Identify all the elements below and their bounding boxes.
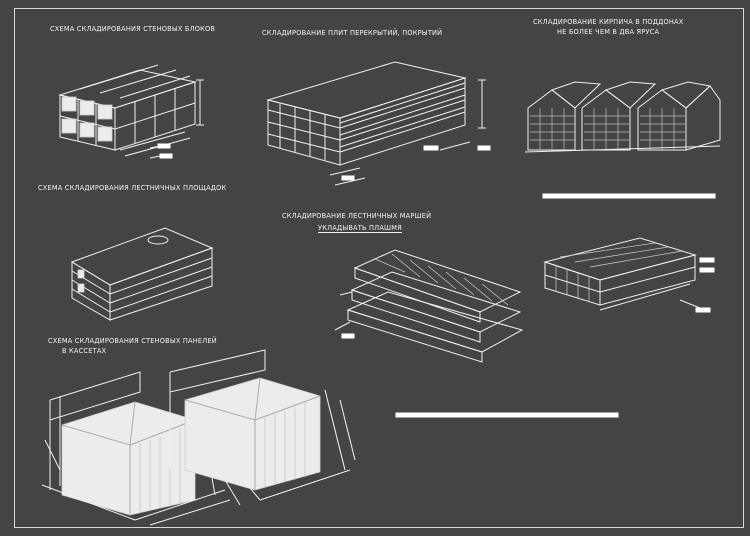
caption-stair-flights-line1: СКЛАДИРОВАНИЕ ЛЕСТНИЧНЫХ МАРШЕЙ [282, 212, 432, 220]
brick-caption-rule [542, 193, 716, 199]
flights-caption-rule [395, 412, 619, 418]
sheet-frame [14, 8, 744, 528]
caption-stair-flights-line2: УКЛАДЫВАТЬ ПЛАШМЯ [318, 224, 402, 233]
caption-floor-slabs: СКЛАДИРОВАНИЕ ПЛИТ ПЕРЕКРЫТИЙ, ПОКРЫТИЙ [262, 29, 443, 37]
caption-wall-blocks: СХЕМА СКЛАДИРОВАНИЯ СТЕНОВЫХ БЛОКОВ [50, 25, 216, 33]
lintels-drawing [543, 237, 715, 313]
wall-panels-drawing [41, 349, 356, 526]
caption-wall-panels-line1: СХЕМА СКЛАДИРОВАНИЯ СТЕНОВЫХ ПАНЕЛЕЙ [48, 337, 217, 345]
caption-stair-landings: СХЕМА СКЛАДИРОВАНИЯ ЛЕСТНИЧНЫХ ПЛОЩАДОК [38, 184, 227, 192]
stair-landings-drawing [70, 227, 214, 321]
caption-wall-panels-line2: В КАССЕТАХ [62, 347, 107, 355]
bricks-drawing [524, 81, 721, 153]
stair-flights-drawing [334, 249, 524, 363]
caption-bricks-line2: НЕ БОЛЕЕ ЧЕМ В ДВА ЯРУСА [557, 28, 660, 36]
floor-slabs-drawing [266, 61, 491, 186]
caption-bricks-line1: СКЛАДИРОВАНИЕ КИРПИЧА В ПОДДОНАХ [533, 18, 684, 26]
wall-blocks-drawing [58, 64, 204, 159]
